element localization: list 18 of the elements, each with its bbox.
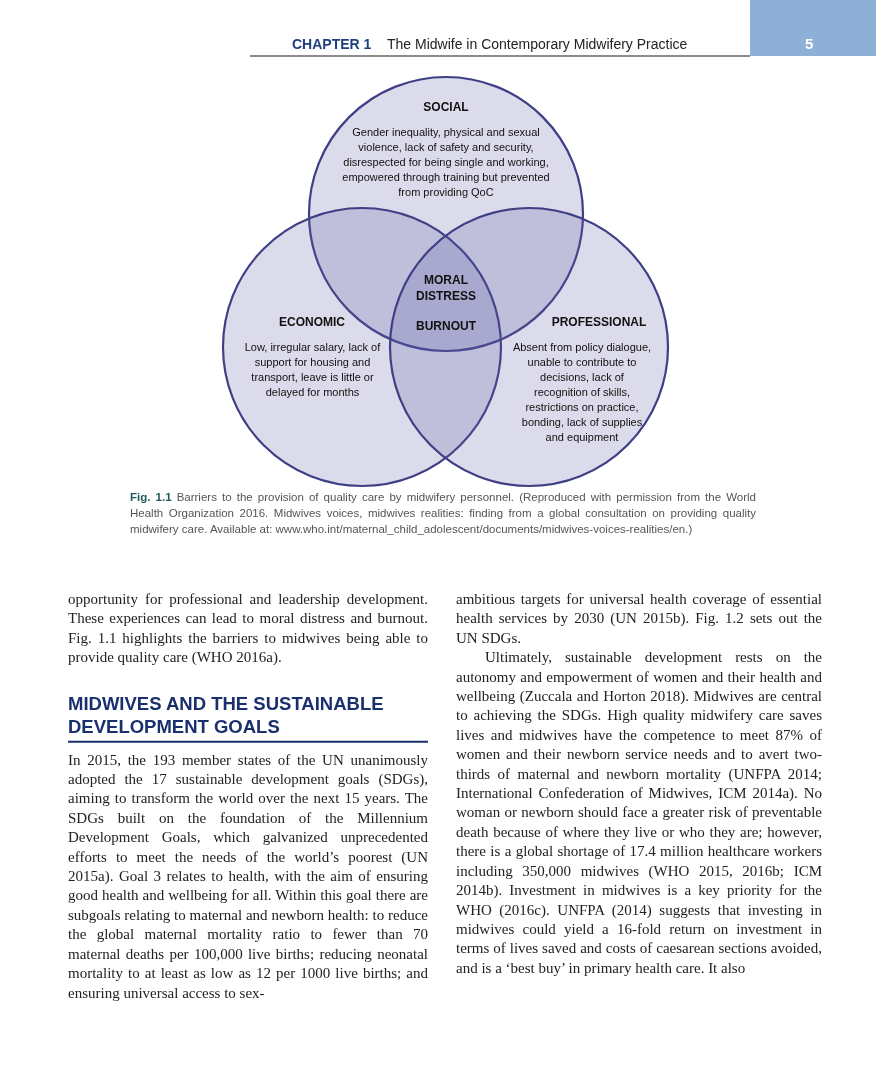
circle-heading: SOCIAL: [422, 100, 470, 114]
circle-description: Low, irregular salary, lack of support for housing and transport, leave is little or delayed for months: [243, 340, 382, 400]
body-paragraph: opportunity for professional and leadership development. These experiences can lead to moral distress and burnout. Fig. 1.1 highlights the barriers to midwives being able to provide quality care (WHO 2016a).: [68, 590, 428, 668]
overlap-label: MORAL DISTRESS: [415, 272, 477, 304]
venn-circle: [389, 207, 669, 487]
circle-description: Gender inequality, physical and sexual violence, lack of safety and security, disrespected for being single and working, empowered through training but prevented from providing QoC: [341, 125, 551, 200]
section-heading: MIDWIVES AND THE SUSTAINABLE DEVELOPMENT GOALS: [68, 691, 385, 738]
page-number: 5: [805, 35, 814, 52]
circle-heading: ECONOMIC: [278, 315, 346, 329]
running-head: The Midwife in Contemporary Midwifery Practice: [387, 36, 688, 52]
body-paragraph: ambitious targets for universal health coverage of essential health services by 2030 (UN 2015b). Fig. 1.2 sets out the UN SDGs.: [456, 590, 822, 648]
body-paragraph: Ultimately, sustainable development rests on the autonomy and empowerment of women and their health and wellbeing (Zuccala and Horton 2018). Midwives are central to achieving the SDGs. High quality midwifery care saves lives and midwives have the competence to meet 87% of women and their newborn service needs and to avert two-thirds of maternal and newborn mortality (UNFPA 2014; International Confederation of Midwives, ICM 2014a). No woman or newborn should face a greater risk of preventable death because of where they live or who they are; however, there is a global shortage of 17.4 million healthcare workers including 350,000 midwives (WHO 2015, 2016b; ICM 2014b). Investment in midwives is a key priority for the WHO (2016c). UNFPA (2014) suggests that investing in midwives could yield a 16-fold return on investment in terms of lives saved and costs of caesarean sections avoided, and is a ‘best buy’ in primary health care. It also: [456, 648, 822, 978]
overlap-label: BURNOUT: [415, 318, 477, 334]
chapter-label: CHAPTER 1: [292, 36, 372, 52]
circle-heading: PROFESSIONAL: [550, 315, 648, 329]
body-paragraph: In 2015, the 193 member states of the UN unanimously adopted the 17 sustainable development goals (SDGs), aiming to transform the world over the next 15 years. The SDGs built on the foundation of the Millennium Development Goals, which galvanized unprecedented efforts to meet the needs of the world’s poorest (UN 2015a). Goal 3 relates to health, with the aim of ensuring good health and wellbeing for all. Within this goal there are subgoals relating to maternal and newborn health: to reduce the global maternal mortality ratio to fewer than 70 maternal deaths per 100,000 live births; reducing neonatal mortality to at least as low as 12 per 1000 live births; and ensuring universal access to sex-: [68, 750, 428, 1003]
circle-description: Absent from policy dialogue, unable to contribute to decisions, lack of recognition of skills, restrictions on practice, bonding, lack of supplies and equipment: [512, 340, 652, 445]
figure-caption: Fig. 1.1 Barriers to the provision of quality care by midwifery personnel. (Reproduced with permission from the World Health Organization 2016. Midwives voices, midwives realities: finding from a global consultation on providing quality midwifery care. Available at: www.who.int/maternal_child_adolescent/documents/midwives-voices-realities/en.): [130, 490, 756, 537]
